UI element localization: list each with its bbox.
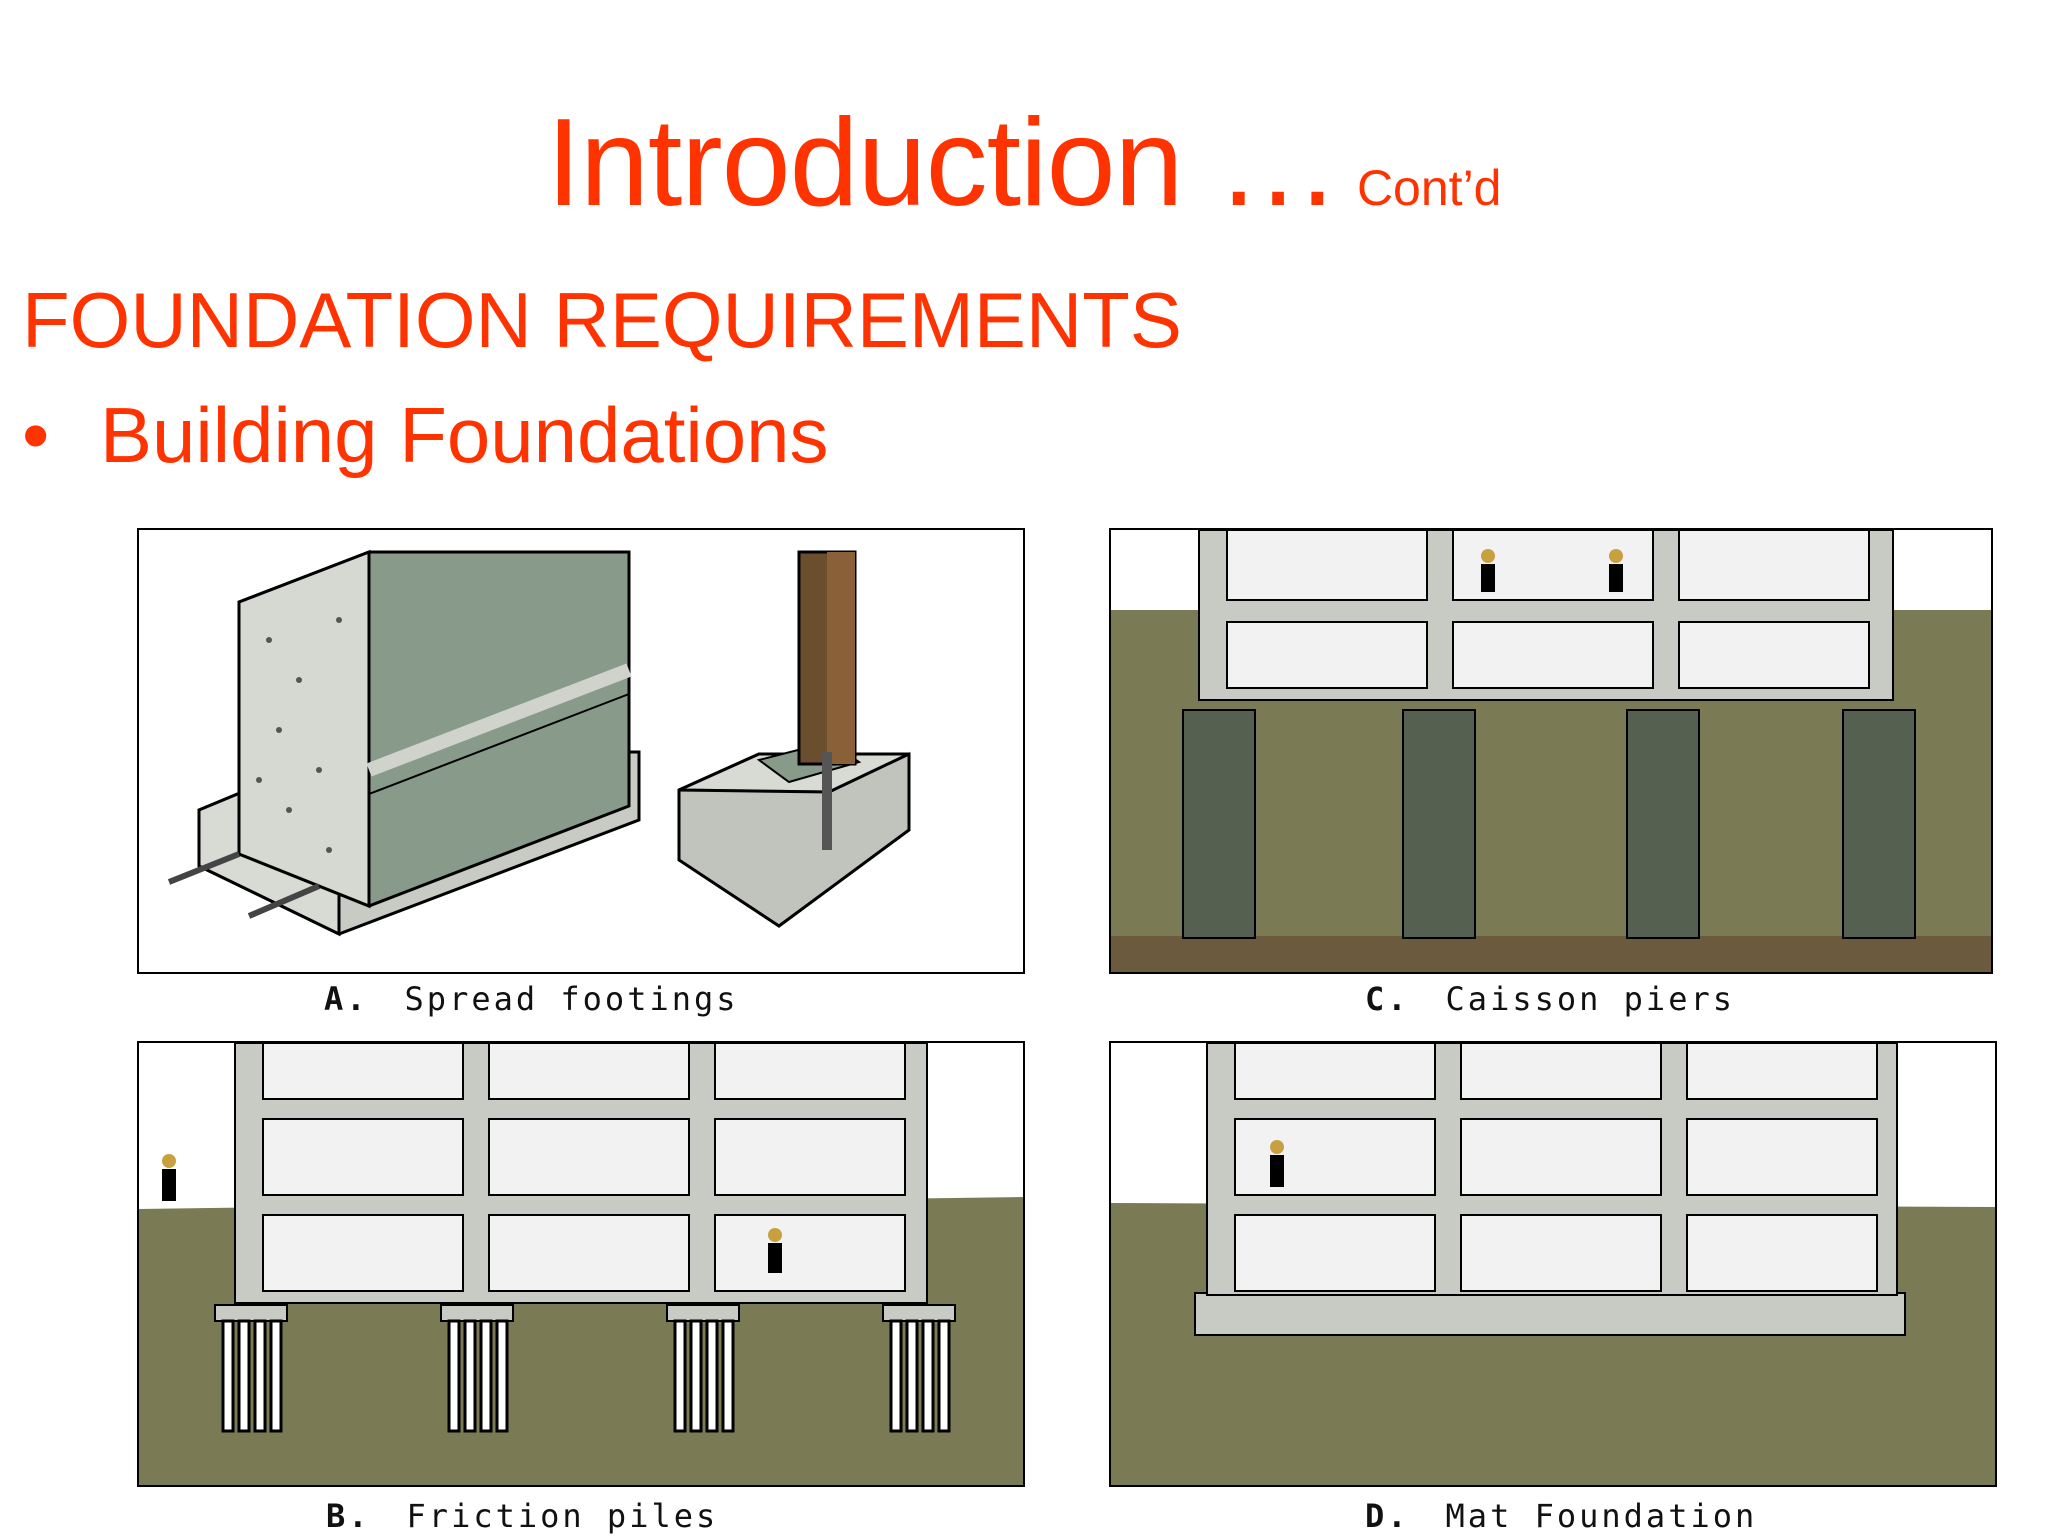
slide-title-main: Introduction … <box>546 94 1340 232</box>
caption-d-text: Mat Foundation <box>1445 1497 1758 1535</box>
caption-a: A. Spread footings <box>324 980 739 1018</box>
bullet-item: • Building Foundations <box>22 390 829 481</box>
friction-piles-illustration <box>139 1043 1023 1485</box>
caption-a-letter: A. <box>324 980 369 1018</box>
caption-a-text: Spread footings <box>404 980 739 1018</box>
caption-b: B. Friction piles <box>326 1497 718 1535</box>
slide-title-suffix: Cont’d <box>1356 160 1502 216</box>
caption-c-letter: C. <box>1365 980 1410 1018</box>
caption-c: C. Caisson piers <box>1365 980 1735 1018</box>
bullet-text: Building Foundations <box>100 391 829 479</box>
spread-footings-illustration <box>167 549 911 937</box>
caption-b-letter: B. <box>326 1497 371 1535</box>
caption-c-text: Caisson piers <box>1445 980 1735 1018</box>
caption-d: D. Mat Foundation <box>1365 1497 1757 1535</box>
figure-d-mat-foundation <box>1109 1041 1997 1487</box>
mat-foundation-illustration <box>1111 1043 1995 1485</box>
caption-d-letter: D. <box>1365 1497 1410 1535</box>
figure-c-caisson-piers <box>1109 528 1993 974</box>
caisson-piers-illustration <box>1111 530 1991 972</box>
bullet-marker: • <box>22 391 50 479</box>
section-heading: FOUNDATION REQUIREMENTS <box>22 276 1182 364</box>
figure-a-spread-footings <box>137 528 1025 974</box>
figure-b-friction-piles <box>137 1041 1025 1487</box>
caption-b-text: Friction piles <box>406 1497 719 1535</box>
slide-title: Introduction … Cont’d <box>0 92 2048 234</box>
